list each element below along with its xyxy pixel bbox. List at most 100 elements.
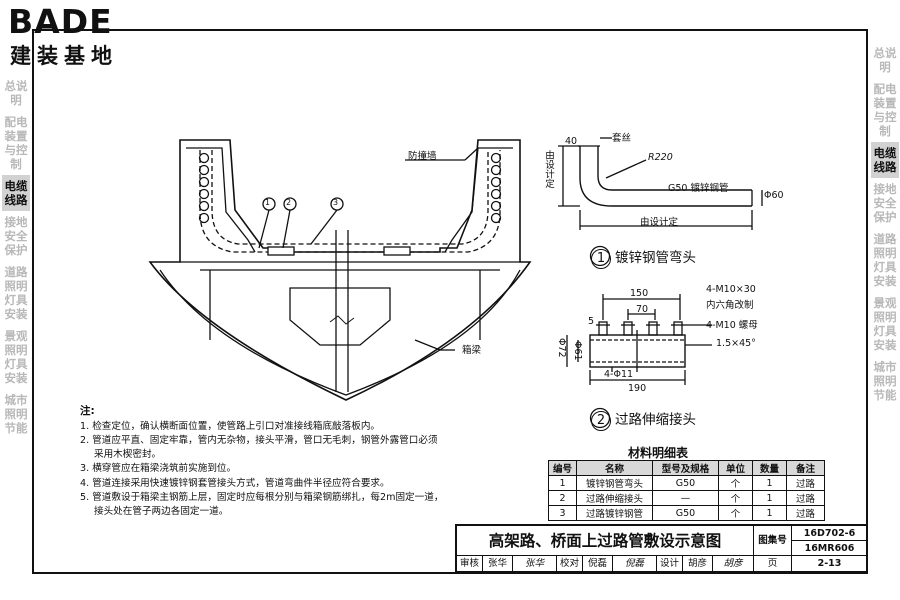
designer-name: 胡彦 bbox=[683, 556, 713, 572]
table-cell: 1 bbox=[752, 505, 787, 521]
materials-header-cell: 名称 bbox=[576, 460, 653, 476]
materials-header-cell: 编号 bbox=[548, 460, 577, 476]
drawing-frame bbox=[32, 29, 868, 574]
note-item: 3. 横穿管应在箱梁浇筑前实施到位。 bbox=[80, 463, 237, 474]
box-girder-label: 箱梁 bbox=[462, 345, 482, 356]
right-chapter-5[interactable]: 景观照明灯具安装 bbox=[873, 296, 897, 352]
right-chapter-4[interactable]: 道路照明灯具安装 bbox=[873, 232, 897, 288]
marker-2: 2 bbox=[286, 198, 292, 207]
table-cell: 个 bbox=[718, 490, 753, 506]
dim-150: 150 bbox=[630, 288, 649, 299]
review-label: 审核 bbox=[457, 556, 483, 572]
right-chapter-2[interactable]: 电缆线路 bbox=[871, 142, 899, 178]
bridge-cross-section bbox=[148, 139, 532, 401]
notes-heading: 注: bbox=[80, 405, 95, 417]
table-cell: 过路 bbox=[786, 490, 825, 506]
detail-1-name: 镀锌钢管弯头 bbox=[615, 250, 696, 266]
detail-2-name: 过路伸缩接头 bbox=[615, 412, 696, 428]
table-cell: 过路伸缩接头 bbox=[576, 490, 653, 506]
table-cell: 过路镀锌钢管 bbox=[576, 505, 653, 521]
left-chapter-6[interactable]: 城市照明节能 bbox=[4, 393, 28, 435]
right-chapter-0[interactable]: 总说明 bbox=[873, 46, 897, 74]
dim-5: 5 bbox=[588, 316, 595, 327]
right-chapter-6[interactable]: 城市照明节能 bbox=[873, 360, 897, 402]
materials-header-row: 编号名称型号及规格单位数量备注 bbox=[548, 460, 825, 476]
design-label: 设计 bbox=[657, 556, 683, 572]
materials-header-cell: 数量 bbox=[752, 460, 787, 476]
table-cell: 个 bbox=[718, 475, 753, 491]
marker-3: 3 bbox=[333, 198, 339, 207]
note-item: 2. 管道应平直、固定牢靠，管内无杂物，接头平滑，管口无毛刺，钢管外露管口必须采… bbox=[80, 435, 438, 460]
table-cell: 个 bbox=[718, 505, 753, 521]
designer-signature: 胡彦 bbox=[713, 556, 754, 572]
left-chapter-2[interactable]: 电缆线路 bbox=[2, 175, 30, 211]
dim-190: 190 bbox=[628, 383, 647, 394]
page-number: 2-13 bbox=[792, 556, 868, 572]
table-cell: 1 bbox=[752, 475, 787, 491]
left-chapter-0[interactable]: 总说明 bbox=[4, 79, 28, 107]
left-chapter-1[interactable]: 配电装置与控制 bbox=[4, 115, 28, 171]
table-cell: 过路 bbox=[786, 505, 825, 521]
anti-collision-wall-label: 防撞墙 bbox=[408, 151, 437, 162]
notes-block: 注: 1. 检查定位，确认横断面位置，使管路上引口对准接线箱底敲落板内。 2. 管… bbox=[80, 405, 445, 519]
pipe-diameter: Φ60 bbox=[764, 190, 784, 201]
brand-logo: BADE 建装基地 bbox=[6, 2, 156, 72]
table-cell: 过路 bbox=[786, 475, 825, 491]
page-label: 页 bbox=[754, 556, 792, 572]
chamfer-spec: 1.5×45° bbox=[716, 338, 756, 349]
left-chapter-3[interactable]: 接地安全保护 bbox=[4, 215, 28, 257]
left-chapter-nav: 总说明配电装置与控制电缆线路接地安全保护道路照明灯具安装景观照明灯具安装城市照明… bbox=[2, 75, 30, 439]
right-chapter-3[interactable]: 接地安全保护 bbox=[873, 182, 897, 224]
title-block: 高架路、桥面上过路管敷设示意图 图集号 16D702-6 16MR606 审核 … bbox=[455, 524, 868, 572]
length-note: 由设计定 bbox=[640, 217, 679, 228]
table-cell: 3 bbox=[548, 505, 577, 521]
materials-header-cell: 备注 bbox=[786, 460, 825, 476]
screw-note: 内六角改制 bbox=[706, 300, 754, 311]
table-cell: 镀锌钢管弯头 bbox=[576, 475, 653, 491]
right-chapter-1[interactable]: 配电装置与控制 bbox=[873, 82, 897, 138]
table-cell: 2 bbox=[548, 490, 577, 506]
outer-diameter: Φ72 bbox=[556, 338, 567, 358]
table-cell: G50 bbox=[652, 505, 719, 521]
note-item: 1. 检查定位，确认横断面位置，使管路上引口对准接线箱底敲落板内。 bbox=[80, 420, 381, 432]
checker-name: 倪磊 bbox=[583, 556, 613, 572]
logo-tagline: 建装基地 bbox=[10, 44, 118, 68]
screw-spec: 4-M10×30 bbox=[706, 284, 756, 295]
table-cell: 1 bbox=[548, 475, 577, 491]
logo-brand: BADE bbox=[8, 2, 113, 41]
bend-radius: R220 bbox=[648, 152, 673, 163]
dim-40: 40 bbox=[565, 136, 578, 147]
note-item: 4. 管道连接采用快速镀锌钢套管接头方式，管道弯曲件半径应符合要求。 bbox=[80, 477, 390, 489]
pipe-spec: G50 镀锌钢管 bbox=[668, 183, 729, 194]
left-chapter-5[interactable]: 景观照明灯具安装 bbox=[4, 329, 28, 385]
check-label: 校对 bbox=[557, 556, 583, 572]
hole-spec: 4-Φ11 bbox=[604, 369, 634, 380]
detail-1-number: 1 bbox=[591, 249, 611, 269]
left-chapter-4[interactable]: 道路照明灯具安装 bbox=[4, 265, 28, 321]
atlas-number-1: 16D702-6 bbox=[792, 526, 868, 541]
height-note: 由设计定 bbox=[543, 150, 554, 188]
right-chapter-nav: 总说明配电装置与控制电缆线路接地安全保护道路照明灯具安装景观照明灯具安装城市照明… bbox=[871, 42, 899, 406]
detail-2-number: 2 bbox=[591, 411, 611, 431]
materials-header-cell: 型号及规格 bbox=[652, 460, 719, 476]
table-cell: — bbox=[652, 490, 719, 506]
detail-2-joint bbox=[566, 294, 712, 429]
table-cell: 1 bbox=[752, 490, 787, 506]
checker-signature: 倪磊 bbox=[613, 556, 657, 572]
nut-spec: 4-M10 螺母 bbox=[706, 320, 758, 331]
reviewer-name: 张华 bbox=[483, 556, 513, 572]
drawing-title: 高架路、桥面上过路管敷设示意图 bbox=[457, 526, 754, 556]
dim-70: 70 bbox=[636, 304, 649, 315]
atlas-label: 图集号 bbox=[754, 526, 792, 556]
materials-title: 材料明细表 bbox=[628, 446, 689, 460]
materials-header-cell: 单位 bbox=[718, 460, 753, 476]
note-item: 5. 管道敷设于箱梁主钢筋上层，固定时应每根分别与箱梁钢筋绑扎，每2m固定一道，… bbox=[80, 492, 444, 517]
atlas-number-2: 16MR606 bbox=[792, 541, 868, 556]
inner-diameter: Φ61 bbox=[572, 341, 583, 361]
